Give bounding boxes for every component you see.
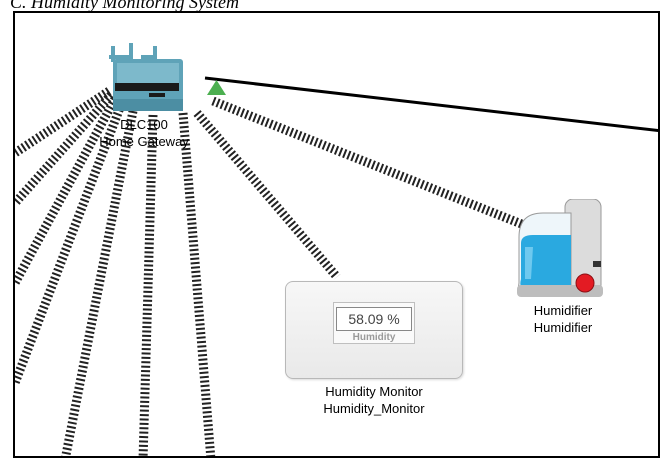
humidity-monitor-device[interactable]: 58.09 % Humidity [285, 281, 463, 379]
humidity-monitor-icon: 58.09 % Humidity [333, 302, 415, 344]
workspace-canvas[interactable]: DLC100 Home Gateway Humidifier Humidifie… [13, 11, 660, 458]
gateway-icon [109, 43, 183, 111]
gateway-model-label: DLC100 [120, 117, 168, 132]
network-links [15, 76, 660, 456]
wireless-link-offscreen [61, 110, 138, 456]
gateway-name-label: Home Gateway [99, 134, 189, 149]
gateway-device[interactable] [99, 43, 189, 113]
humidity-monitor-name-label: Humidity_Monitor [323, 401, 425, 416]
wireless-link-offscreen [138, 114, 158, 456]
humidity-reading: 58.09 % [336, 307, 412, 331]
figure-caption: C. Humidity Monitoring System [10, 0, 239, 12]
humidifier-model-label: Humidifier [533, 303, 593, 318]
gateway-label: DLC100 Home Gateway [74, 116, 214, 150]
humidity-reading-label: Humidity [352, 332, 396, 343]
humidity-monitor-label: Humidity Monitor Humidity_Monitor [301, 383, 447, 417]
humidifier-icon [517, 198, 603, 297]
wireless-link-offscreen [15, 103, 126, 385]
humidifier-device[interactable] [513, 198, 609, 299]
wired-link[interactable] [204, 76, 660, 133]
wireless-link-monitor [193, 110, 341, 280]
humidifier-name-label: Humidifier [533, 320, 593, 335]
humidity-monitor-model-label: Humidity Monitor [325, 384, 423, 399]
wireless-link-humidifier [211, 96, 541, 236]
wireless-link-offscreen [15, 92, 115, 206]
humidifier-label: Humidifier Humidifier [493, 302, 633, 336]
link-status-triangle-icon [207, 80, 226, 95]
wireless-link-offscreen [178, 112, 216, 456]
wireless-link-offscreen [15, 87, 112, 157]
